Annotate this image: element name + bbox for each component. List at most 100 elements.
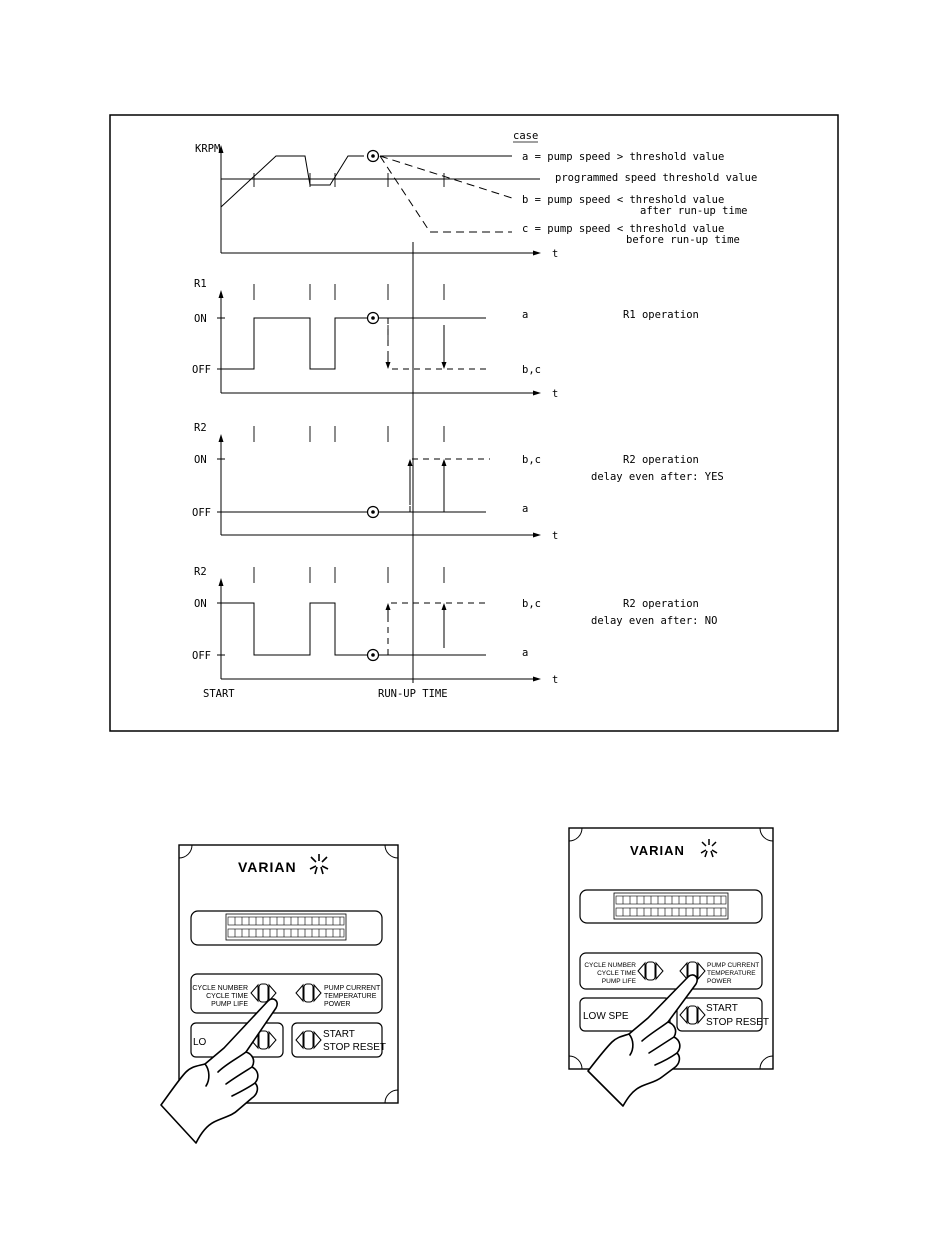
panel-left-right-arrow-button[interactable] [295,983,322,1003]
r2n-check-marker-dot [371,653,375,657]
r1-off-label: OFF [192,364,211,376]
panel-left-brand: VARIAN [238,859,297,875]
runup-time-label: RUN-UP TIME [378,688,448,700]
r2y-t-arrow [533,532,541,538]
r1-t-label: t [552,388,558,400]
panel-left-start-stop-button[interactable] [291,1022,383,1058]
r2n-t-label: t [552,674,558,686]
panel-left-corner-tr [384,844,399,859]
panel-left-key-pump-life[interactable]: PUMP LIFE [211,1001,248,1008]
r2y-off-label: OFF [192,507,211,519]
r2y-delay-arrowhead-1 [407,459,413,466]
panel-left-selector-frame [190,973,383,1014]
panel-right-start-label: START [706,1003,738,1014]
panel-right-key-temperature[interactable]: TEMPERATURE [707,970,756,977]
r2n-t-arrow [533,676,541,682]
panel-left-start-label: START [323,1029,355,1040]
r2n-case-bc-line [387,602,490,655]
r2y-on-label: ON [194,454,207,466]
panel-left-key-temperature[interactable]: TEMPERATURE [324,993,377,1000]
panel-right-key-cycle-number[interactable]: CYCLE NUMBER [584,962,636,969]
r1-chart: R1 t ON OFF a b,c R1 operation [192,278,699,400]
r2n-delay-text: delay even after: NO [591,615,717,627]
r1-case-off-label: b,c [522,364,541,376]
r1-on-label: ON [194,313,207,325]
panel-left-corner-br [384,1089,399,1104]
panel-left-key-power[interactable]: POWER [324,1001,350,1008]
r1-axis-label: R1 [194,278,207,290]
r2n-signal [221,602,368,656]
r2n-case-on-label: b,c [522,598,541,610]
panel-right-low-speed-label: LOW SPE [583,1011,629,1022]
panel-right-right-arrow-button[interactable] [679,961,706,981]
pointing-hand-icon-right [587,974,698,1107]
r1-y-arrow [218,290,224,298]
r2-no-chart: R2 t ON OFF b,c a R2 operation delay eve… [192,566,717,686]
case-header: case [513,130,538,142]
r2y-t-label: t [552,530,558,542]
r1-delay-arrowhead-2 [441,362,447,369]
panel-right-corner-br [759,1055,774,1070]
panel-right-key-pump-current[interactable]: PUMP CURRENT [707,962,759,969]
pointing-hand-icon [160,998,278,1144]
r2n-y-arrow [218,578,224,586]
start-label: START [203,688,235,700]
panel-right-corner-bl [568,1055,583,1070]
r1-case-on-label: a [522,309,528,321]
panel-left-start-arrow-icon [295,1030,322,1050]
r1-title: R1 operation [623,309,699,321]
control-panel-right: VARIAN CYCLE NUMBER CYCLE TIME PUMP LIFE [568,827,774,1107]
case-a-label: a = pump speed > threshold value [522,151,724,163]
speed-case-c-line [379,155,512,233]
panel-left-key-pump-current[interactable]: PUMP CURRENT [324,985,381,992]
r2y-case-bc-line [409,458,490,512]
speed-check-marker-dot [371,154,375,158]
panel-right-start-arrow-icon [679,1005,706,1025]
r2n-delay-arrowhead-1 [385,603,391,610]
panel-left-stop-reset-label: STOP RESET [323,1042,386,1053]
panel-left-low-speed-label: LO [193,1037,207,1048]
threshold-label: programmed speed threshold value [555,172,757,184]
krpm-axis-label: KRPM [195,143,220,155]
panel-right-corner-tr [759,827,774,842]
panel-right-lcd-display [613,892,729,920]
r1-delay-arrowhead-1 [385,362,391,369]
timing-diagram: case KRPM t programmed speed threshold v… [109,114,839,732]
case-b-label-2: after run-up time [640,205,747,217]
r2y-case-on-label: b,c [522,454,541,466]
speed-t-label: t [552,248,558,260]
speed-t-arrow [533,250,541,256]
r2y-check-marker-dot [371,510,375,514]
r2n-off-label: OFF [192,650,211,662]
speed-curve [220,155,364,208]
speed-case-b-line [379,155,513,199]
diagram-frame [109,114,839,732]
speed-chart: KRPM t programmed speed threshold value … [195,143,757,260]
r2y-title: R2 operation [623,454,699,466]
panel-left-left-arrow-button[interactable] [250,983,277,1003]
case-c-label-2: before run-up time [626,234,740,246]
r2n-on-label: ON [194,598,207,610]
panel-left-corner-tl [178,844,193,859]
r2n-delay-arrowhead-2 [441,603,447,610]
r2y-case-off-label: a [522,503,528,515]
panel-right-selector-frame [579,952,763,990]
r2y-delay-text: delay even after: YES [591,471,724,483]
control-panel-left: VARIAN CYCLE NUMBER CYCLE TIME PUMP LIFE [160,844,399,1144]
r2n-title: R2 operation [623,598,699,610]
panel-right-corner-tl [568,827,583,842]
panel-right-key-cycle-time[interactable]: CYCLE TIME [597,970,637,977]
panel-right-key-pump-life[interactable]: PUMP LIFE [602,978,637,985]
r2y-axis-label: R2 [194,422,207,434]
panel-right-left-arrow-button[interactable] [637,961,664,981]
r2n-axis-label: R2 [194,566,207,578]
varian-logo-icon-right [700,839,718,858]
panel-left-key-cycle-number[interactable]: CYCLE NUMBER [192,985,248,992]
speed-y-arrow [218,145,224,153]
event-ticks [253,173,445,583]
panel-right-key-power[interactable]: POWER [707,978,732,985]
case-c-label-1: c = pump speed < threshold value [522,223,724,235]
panel-left-key-cycle-time[interactable]: CYCLE TIME [206,993,248,1000]
panel-right-brand: VARIAN [630,843,685,858]
